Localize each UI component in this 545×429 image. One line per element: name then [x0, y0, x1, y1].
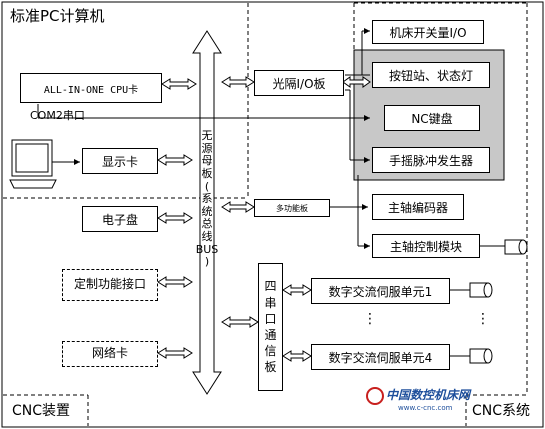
- watermark-brand: 中国数控机床网: [386, 388, 471, 402]
- watermark-url: www.c-cnc.com: [398, 404, 453, 412]
- ellipsis-motor: ⋮: [476, 311, 490, 327]
- opto-io-board-box: 光隔I/O板: [254, 70, 344, 96]
- nc-keyboard-box: NC键盘: [384, 105, 480, 131]
- pc-region-title: 标准PC计算机: [10, 7, 105, 25]
- monitor-icon: [9, 139, 80, 189]
- quad-serial-board-label: 四串口通信板: [264, 279, 277, 375]
- custom-interface-box: 定制功能接口: [62, 269, 158, 301]
- quad-serial-board-box: 四串口通信板: [258, 263, 283, 391]
- display-card-box: 显示卡: [82, 148, 158, 174]
- multi-function-board-box: 多功能板: [254, 199, 330, 217]
- servo-unit-4-box: 数字交流伺服单元4: [311, 344, 450, 370]
- watermark-logo-icon: [366, 387, 384, 405]
- network-card-box: 网络卡: [62, 341, 158, 367]
- ssd-box: 电子盘: [82, 206, 158, 232]
- cnc-system-label: CNC系统: [472, 403, 531, 419]
- spindle-control-box: 主轴控制模块: [372, 234, 480, 258]
- cnc-device-label: CNC装置: [12, 403, 71, 419]
- motor-icons: [469, 239, 528, 364]
- system-bus-arrow: [192, 30, 222, 395]
- com2-label: COM2串口: [30, 109, 85, 122]
- button-panel-box: 按钮站、状态灯: [372, 62, 490, 88]
- machine-io-box: 机床开关量I/O: [372, 20, 484, 44]
- servo-unit-1-box: 数字交流伺服单元1: [311, 278, 450, 304]
- bus-arrows: [157, 76, 371, 362]
- handwheel-box: 手摇脉冲发生器: [372, 147, 490, 173]
- cpu-card-box: ALL-IN-ONE CPU卡: [20, 73, 162, 103]
- spindle-encoder-box: 主轴编码器: [372, 194, 464, 220]
- ellipsis-servo: ⋮: [363, 311, 377, 327]
